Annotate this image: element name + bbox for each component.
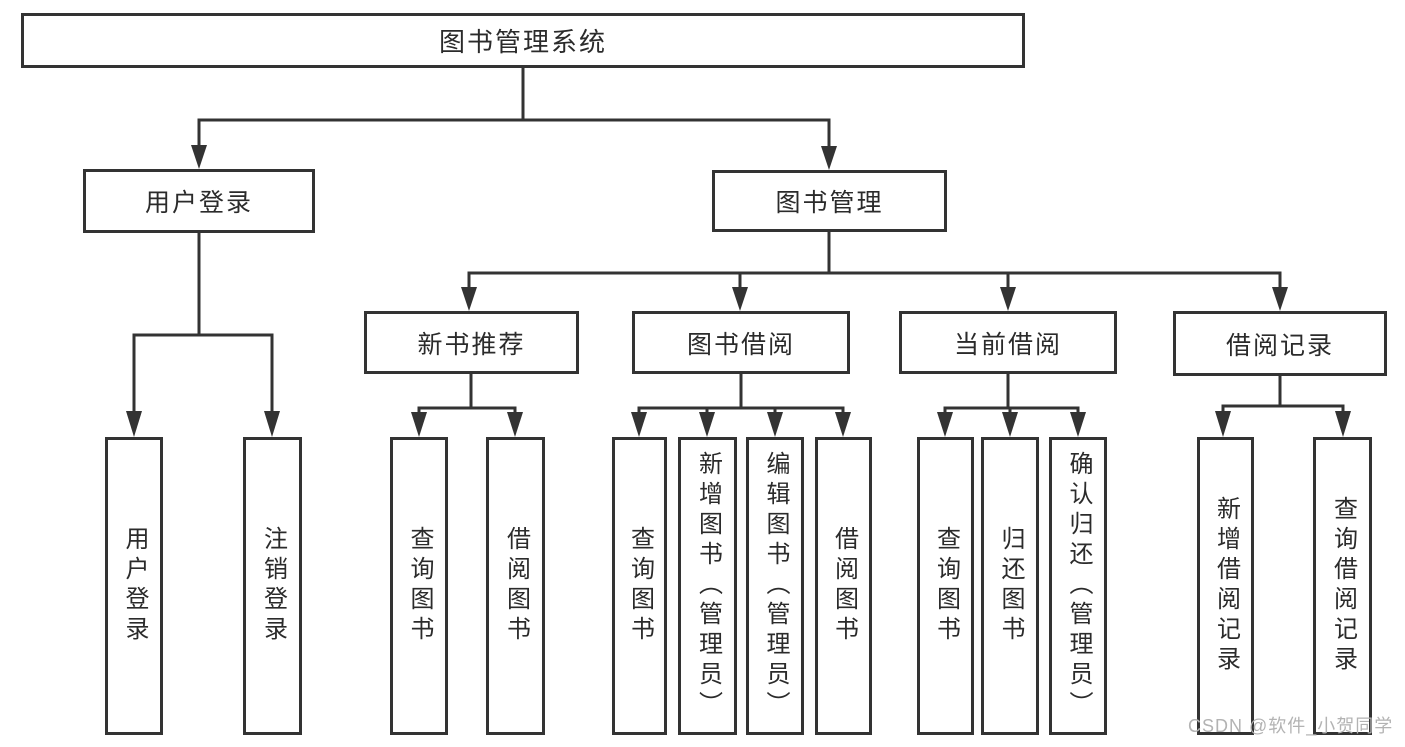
arrowhead — [191, 145, 207, 169]
node-book-borrow: 图书借阅 — [632, 311, 850, 374]
connector-bookborrow-to-children — [637, 374, 845, 413]
node-leaf-query-books-3: 查询图书 — [917, 437, 974, 735]
node-label: 图书管理 — [775, 189, 884, 217]
node-leaf-edit-books-admin: 编辑图书（管理员） — [746, 437, 804, 735]
connector-userlogin-to-children — [132, 233, 274, 412]
node-leaf-query-books-2: 查询图书 — [612, 437, 667, 735]
node-label: 用户登录 — [144, 189, 253, 217]
arrowhead — [732, 287, 748, 311]
node-label: 查询借阅记录 — [1329, 496, 1357, 676]
node-label: 新书推荐 — [417, 330, 526, 359]
connector-bookmgmt-to-level3 — [467, 232, 1282, 288]
node-book-management: 图书管理 — [712, 170, 947, 232]
node-leaf-logout: 注销登录 — [243, 437, 302, 735]
node-root-library-system: 图书管理系统 — [21, 13, 1025, 68]
arrowhead — [411, 412, 427, 437]
node-label: 确认归还（管理员） — [1065, 451, 1092, 721]
arrowhead — [264, 411, 280, 437]
node-label: 借阅记录 — [1225, 331, 1334, 360]
node-label: 编辑图书（管理员） — [762, 451, 789, 721]
node-label: 查询图书 — [932, 526, 960, 646]
node-leaf-borrow-books-2: 借阅图书 — [815, 437, 872, 735]
node-borrow-records: 借阅记录 — [1173, 311, 1387, 376]
connector-newbooks-to-children — [417, 374, 517, 413]
arrowhead — [507, 412, 523, 437]
node-current-borrow: 当前借阅 — [899, 311, 1117, 374]
node-label: 查询图书 — [626, 526, 654, 646]
arrowhead — [126, 411, 142, 437]
arrowhead — [699, 412, 715, 437]
node-label: 查询图书 — [406, 526, 433, 646]
arrowhead — [1215, 411, 1231, 437]
arrowhead — [821, 146, 837, 170]
node-user-login: 用户登录 — [83, 169, 315, 233]
connector-borrowrecords-to-children — [1221, 376, 1345, 412]
node-label: 用户登录 — [121, 526, 148, 646]
arrowhead — [767, 412, 783, 437]
node-new-book-recommend: 新书推荐 — [364, 311, 579, 374]
node-label: 图书管理系统 — [438, 27, 607, 57]
arrowhead — [631, 412, 647, 437]
node-label: 新增借阅记录 — [1212, 496, 1240, 676]
arrowhead — [1272, 287, 1288, 311]
connector-root-to-level2 — [197, 68, 831, 147]
node-label: 当前借阅 — [953, 330, 1062, 359]
arrowhead — [1002, 412, 1018, 437]
node-label: 借阅图书 — [502, 526, 530, 646]
node-label: 归还图书 — [997, 526, 1024, 646]
node-label: 借阅图书 — [830, 526, 858, 646]
node-label: 新增图书（管理员） — [694, 451, 722, 721]
arrowhead — [461, 287, 477, 311]
node-label: 注销登录 — [259, 526, 287, 646]
node-leaf-confirm-return-admin: 确认归还（管理员） — [1049, 437, 1107, 735]
node-leaf-query-borrow-record: 查询借阅记录 — [1313, 437, 1372, 735]
arrowhead — [835, 412, 851, 437]
arrowhead — [937, 412, 953, 437]
arrowhead — [1335, 411, 1351, 437]
csdn-watermark: CSDN @软件_小贺同学 — [1188, 716, 1394, 736]
node-leaf-user-login: 用户登录 — [105, 437, 163, 735]
node-leaf-add-books-admin: 新增图书（管理员） — [678, 437, 737, 735]
arrowhead — [1070, 412, 1086, 437]
arrowhead — [1000, 287, 1016, 311]
node-label: 图书借阅 — [686, 330, 795, 359]
node-leaf-borrow-books-1: 借阅图书 — [486, 437, 545, 735]
connector-currentborrow-to-children — [943, 374, 1080, 413]
node-leaf-query-books-1: 查询图书 — [390, 437, 448, 735]
node-leaf-add-borrow-record: 新增借阅记录 — [1197, 437, 1254, 735]
node-leaf-return-books: 归还图书 — [981, 437, 1039, 735]
